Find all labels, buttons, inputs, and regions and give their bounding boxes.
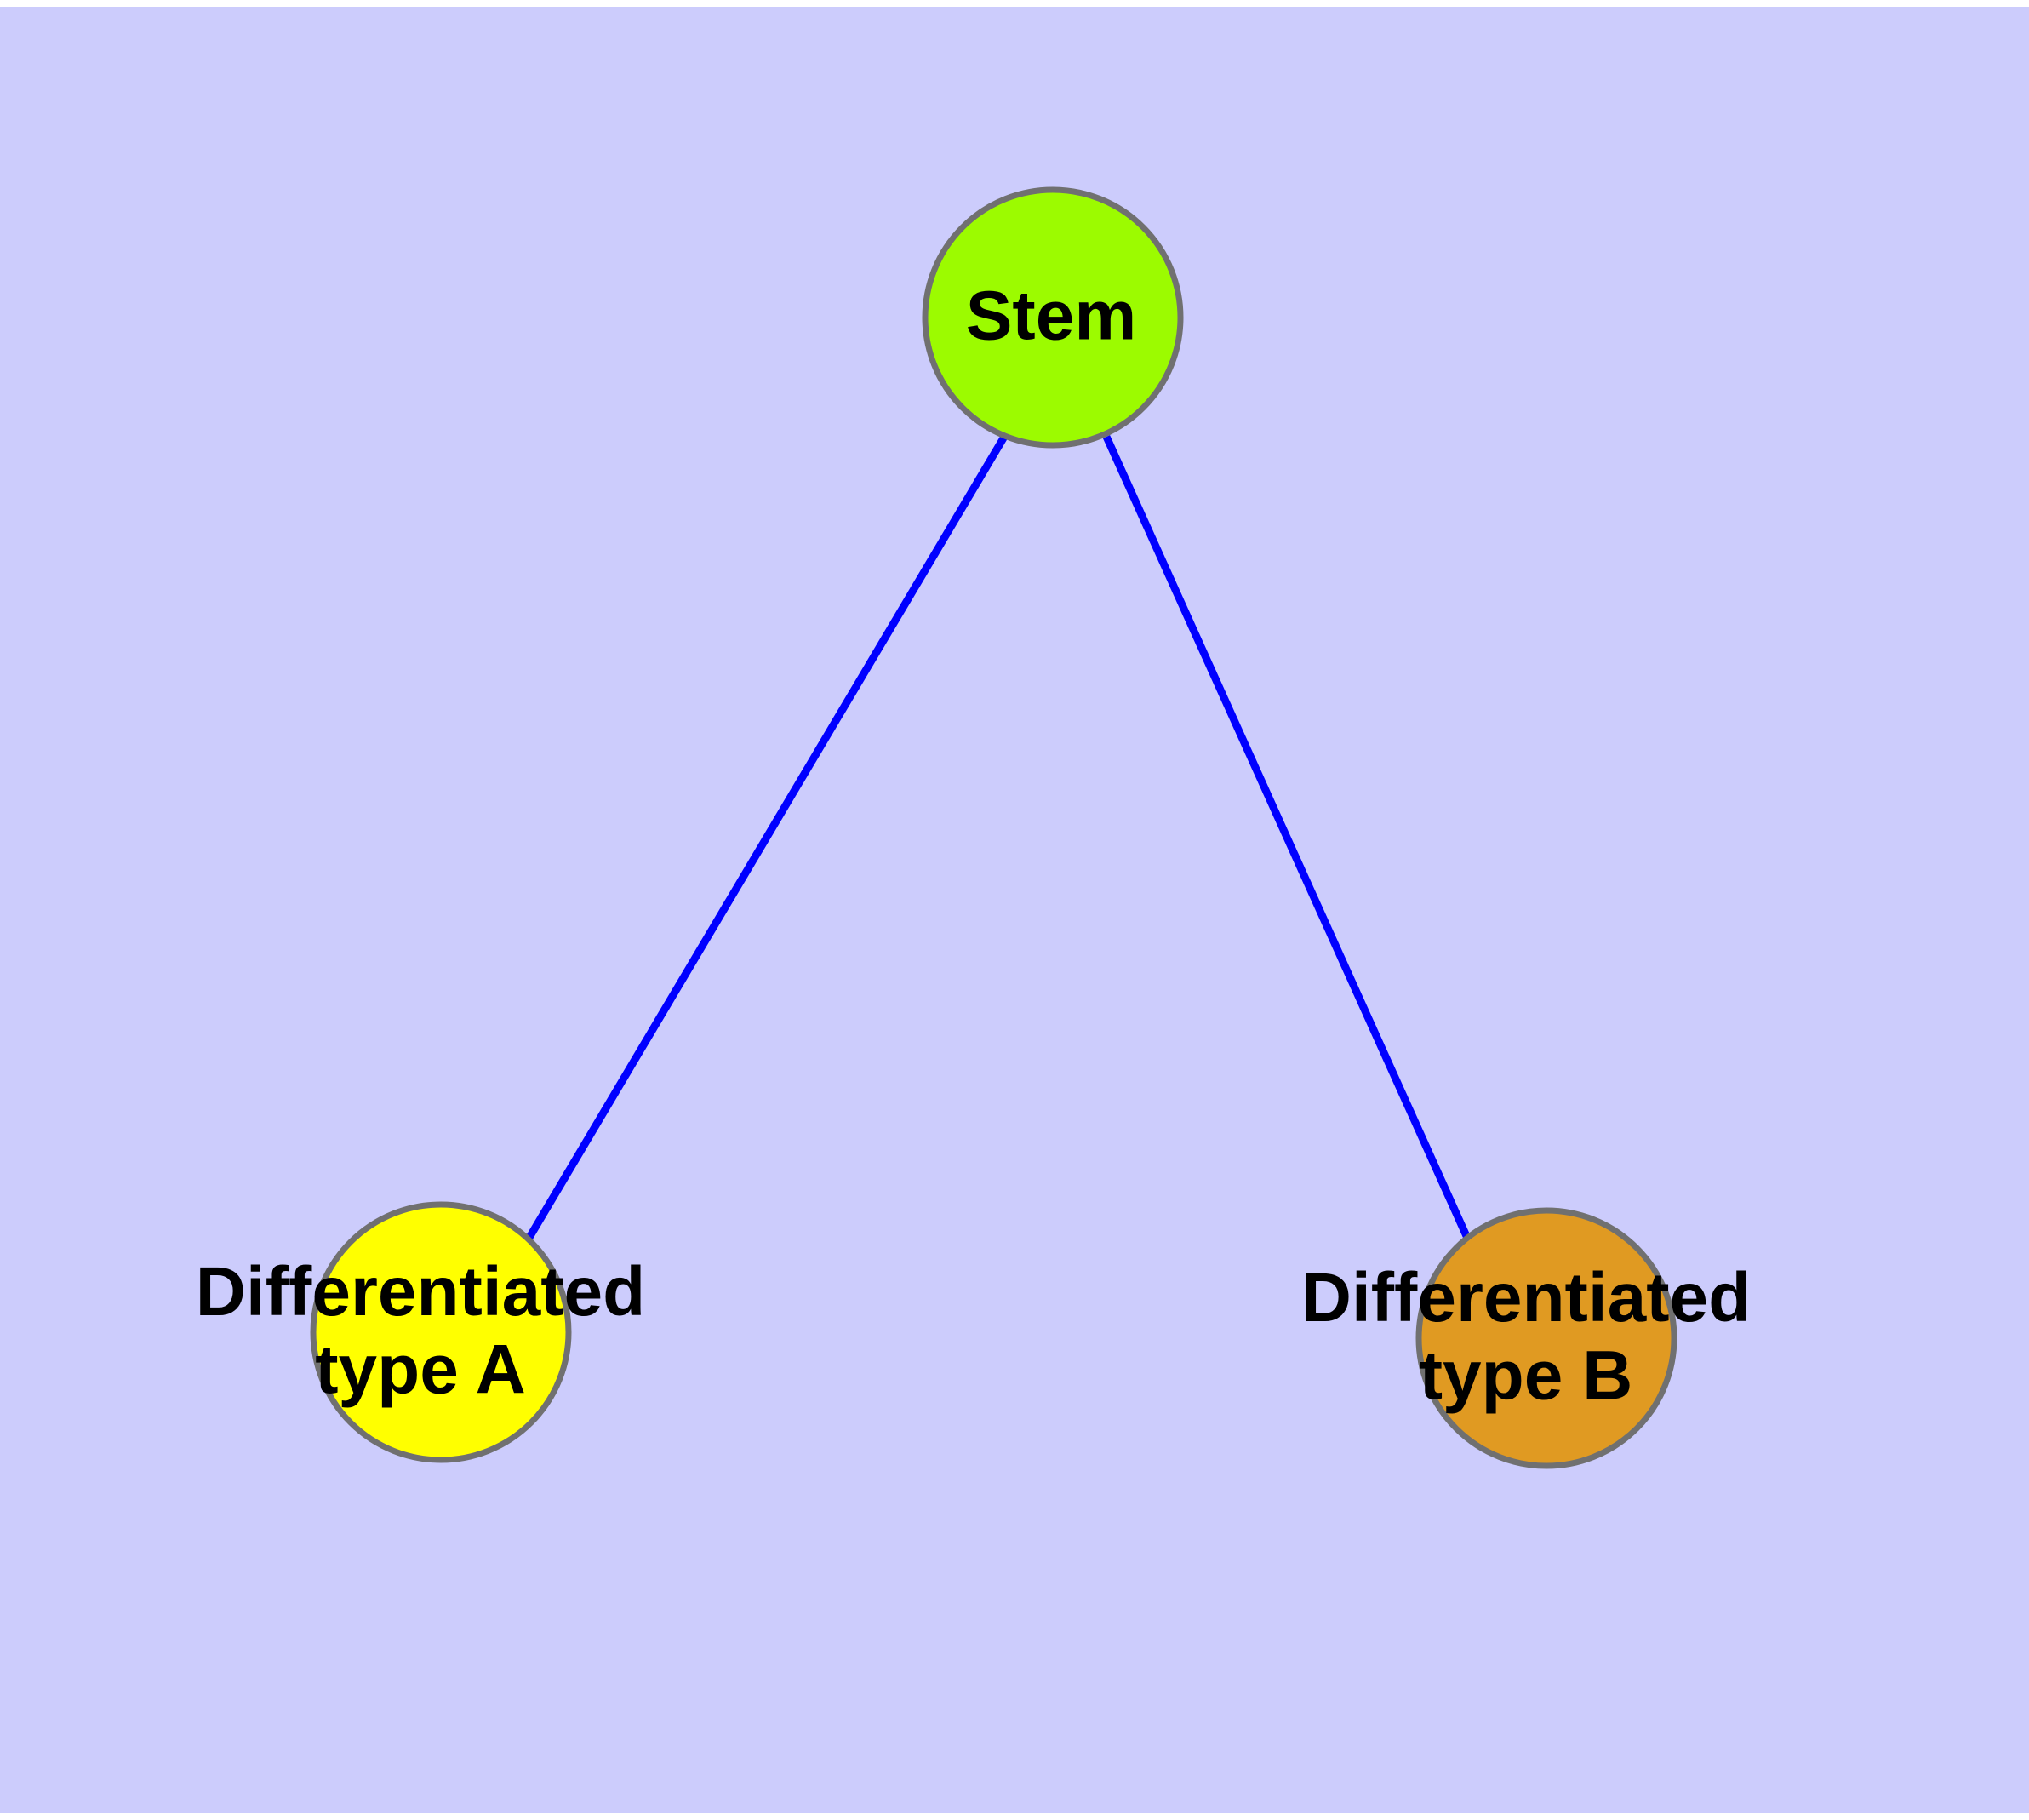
edges-layer [524,434,1475,1247]
node-circle-stem[interactable] [922,186,1184,449]
node-label-diff_a-line1: Differentiated [196,1253,646,1331]
node-label-diff_b-line1: Differentiated [1301,1259,1752,1336]
node-circle-diff_a[interactable] [310,1201,572,1463]
graph-edge-stem-diff_b [1102,435,1475,1247]
node-label-stem-line1: Stem [966,278,1137,355]
node-circle-diff_b[interactable] [1415,1207,1677,1469]
graph-edge-stem-diff_a [524,434,1008,1243]
node-label-diff_b-line2: type B [1420,1337,1633,1415]
graph-node-stem[interactable]: Stem [922,186,1184,449]
node-label-diff_a-line2: type A [315,1331,526,1409]
